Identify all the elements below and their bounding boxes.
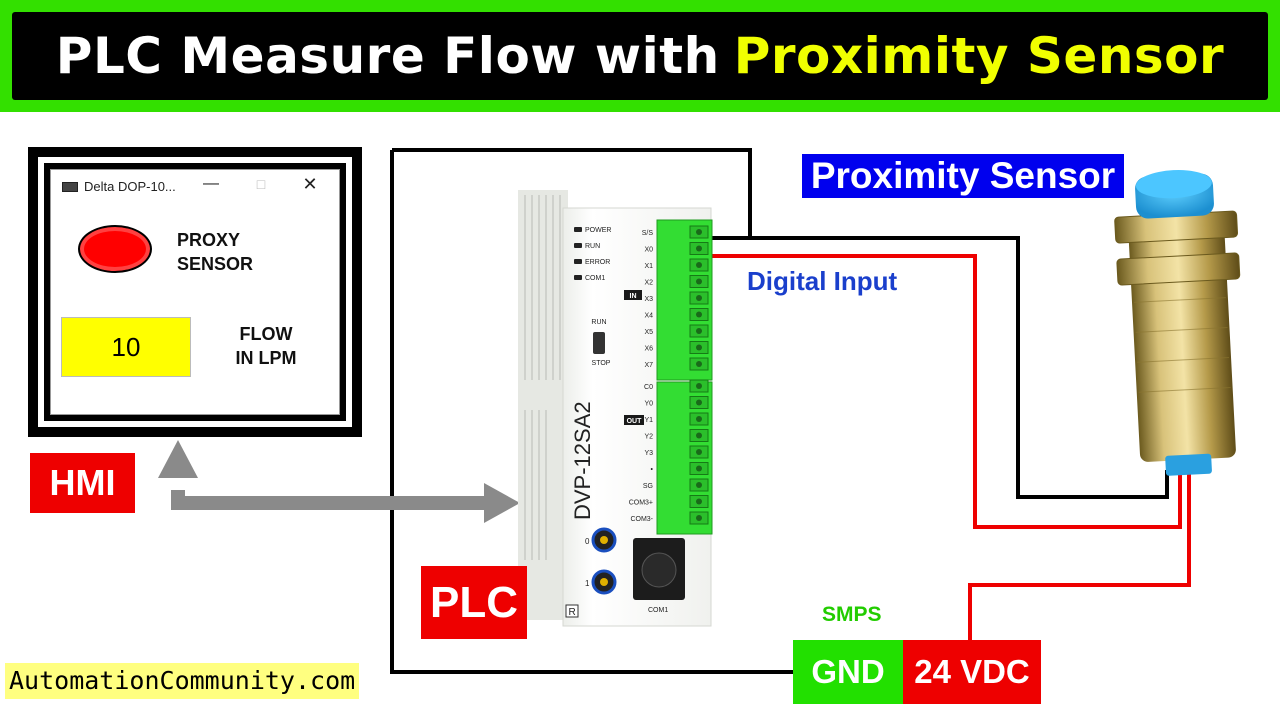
title-bar: PLC Measure Flow with Proximity Sensor (12, 12, 1268, 100)
black-signal-wire (712, 236, 1169, 499)
screw-head (696, 416, 702, 422)
website-watermark: AutomationCommunity.com (5, 663, 360, 699)
led-power (574, 227, 582, 232)
flow-label: FLOW IN LPM (235, 324, 297, 368)
out-badge: OUT (627, 418, 643, 425)
terminal-label: X6 (644, 346, 653, 353)
terminal-label: X5 (644, 329, 653, 336)
terminal-label: X3 (644, 296, 653, 303)
terminal-label: X0 (644, 247, 653, 254)
screw-head (696, 295, 702, 301)
maximize-button[interactable]: □ (256, 176, 266, 192)
screw-head (696, 311, 702, 318)
terminal-label: COM3- (630, 516, 653, 523)
proximity-sensor-label: Proximity Sensor (802, 154, 1124, 198)
led-label: COM1 (585, 275, 605, 282)
app-icon (62, 182, 78, 192)
terminal-label: Y0 (644, 401, 653, 408)
hmi-plc-arrow (171, 490, 490, 510)
screw-head (696, 278, 702, 285)
smps-label: SMPS (822, 603, 882, 626)
screw-head (696, 482, 702, 488)
switch-run-label: RUN (591, 319, 606, 326)
brand-logo: R (569, 607, 576, 618)
screw-head (696, 432, 702, 439)
led-label: ERROR (585, 259, 610, 266)
red-input-wire (712, 254, 1182, 529)
hmi-titlebar: Delta DOP-10... — □ ✕ (51, 170, 339, 202)
terminal-label: X4 (644, 313, 653, 320)
arrow-head-right (484, 483, 520, 523)
digital-input-label: Digital Input (747, 266, 898, 296)
terminal-label: COM3+ (629, 500, 653, 507)
vdc-terminal: 24 VDC (903, 640, 1041, 704)
screw-head (696, 361, 702, 367)
title-text-white: PLC Measure Flow with (55, 27, 720, 85)
terminal-label: C0 (644, 384, 653, 391)
in-badge: IN (630, 293, 637, 300)
screw-head (696, 262, 702, 268)
gnd-terminal: GND (793, 640, 903, 704)
screw-head (696, 399, 702, 406)
terminal-label: X1 (644, 263, 653, 270)
screw-head (696, 515, 702, 521)
proxy-sensor-label: PROXY SENSOR (177, 230, 254, 274)
minimize-button[interactable]: — (203, 175, 219, 192)
com1-port-label: COM1 (648, 607, 668, 614)
terminal-label: Y1 (644, 417, 653, 424)
screw-head (696, 229, 702, 235)
terminal-label: X2 (644, 280, 653, 287)
switch-stop-label: STOP (592, 360, 611, 367)
screw-head (696, 465, 702, 472)
proximity-sensor (1114, 170, 1241, 476)
flow-value-display[interactable]: 10 (61, 317, 191, 377)
led-com1 (574, 275, 582, 280)
screw-head (696, 245, 702, 252)
led-error (574, 259, 582, 264)
led-label: POWER (585, 227, 611, 234)
screw-head (696, 449, 702, 455)
title-text-yellow: Proximity Sensor (733, 27, 1225, 85)
title-banner: PLC Measure Flow with Proximity Sensor (0, 0, 1280, 112)
window-title: Delta DOP-10... (84, 179, 176, 194)
plc-model-label: DVP-12SA2 (570, 401, 595, 520)
led-label: RUN (585, 243, 600, 250)
terminal-label: Y3 (644, 450, 653, 457)
plc-frame-wire (390, 148, 793, 674)
led-run (574, 243, 582, 248)
svg-text:1: 1 (585, 579, 590, 588)
proxy-sensor-lamp-icon[interactable] (78, 225, 152, 273)
terminal-label: • (651, 467, 654, 474)
plc-tag: PLC (421, 566, 527, 639)
red-power-wire (968, 470, 1191, 640)
arrow-head-up (158, 440, 198, 478)
screw-head (696, 328, 702, 334)
screw-head (696, 344, 702, 351)
svg-text:0: 0 (585, 537, 590, 546)
screw-head (696, 498, 702, 505)
terminal-label: SG (643, 483, 653, 490)
terminal-label: S/S (642, 230, 654, 237)
terminal-label: Y2 (644, 434, 653, 441)
plc-device: POWER RUN ERROR COM1 RUN STOP DVP-12SA2 S/S… (518, 190, 713, 627)
hmi-tag: HMI (30, 453, 135, 513)
terminal-label: X7 (644, 362, 653, 369)
hmi-window: Delta DOP-10... — □ ✕ PROXY SENSOR 10 FL… (50, 169, 340, 415)
screw-head (696, 383, 702, 389)
close-button[interactable]: ✕ (302, 174, 318, 194)
